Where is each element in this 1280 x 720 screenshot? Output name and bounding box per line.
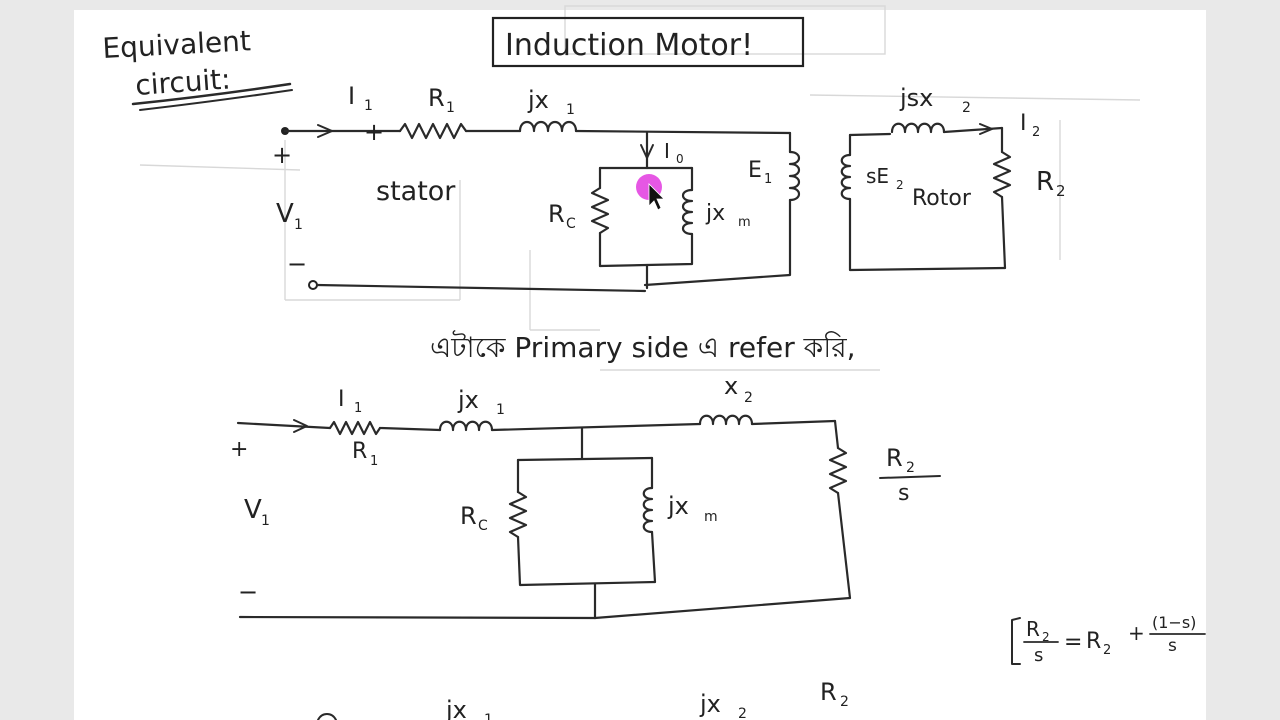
- formula-lhs-num: R: [1026, 617, 1040, 641]
- label-v1-sub: 1: [294, 217, 303, 233]
- label-jxm-ref: jx: [667, 492, 689, 520]
- inductor-e1: [788, 150, 801, 202]
- inductor-jsx2: [890, 122, 946, 134]
- current-arrow-i2: [979, 123, 993, 135]
- label-r1: R: [428, 84, 445, 112]
- formula-lhs-den: s: [1034, 645, 1043, 666]
- heading: Equivalent circuit: Induction Motor!: [102, 16, 805, 111]
- resistor-r1-ref: [328, 420, 382, 436]
- label-rc-ref: R: [460, 502, 477, 530]
- label-i1-sub: 1: [364, 98, 373, 114]
- mouse-cursor: [636, 174, 665, 211]
- label-r2-sub: 2: [1056, 182, 1066, 200]
- label-v1: V: [276, 199, 294, 229]
- label-jsx2: jsx: [899, 84, 933, 112]
- formula-plus: +: [1128, 621, 1145, 645]
- resistor-r1: [398, 122, 468, 140]
- label-jxm: jx: [705, 201, 725, 226]
- resistor-r2: [992, 150, 1012, 199]
- inductor-jxm: [681, 188, 694, 236]
- label-r2s-num: R: [886, 444, 903, 472]
- label-i1-ref: I: [338, 387, 345, 412]
- label-i0: I: [664, 139, 670, 163]
- label-rc-sub: C: [566, 216, 576, 232]
- title-box: [491, 16, 805, 68]
- label-plus-left: +: [272, 141, 292, 169]
- label-i2-sub: 2: [1032, 125, 1040, 140]
- current-arrow-i1-ref: [293, 419, 308, 433]
- bottom-partial-circuit: jx 1 jx 2 R 2: [317, 678, 849, 720]
- label-plus-top: +: [364, 118, 384, 146]
- label-r1-ref-sub: 1: [370, 454, 378, 469]
- label-r1-sub: 1: [446, 100, 455, 116]
- label-r2s-den: s: [898, 481, 909, 506]
- page-bleed-through: [139, 5, 1141, 371]
- resistor-rc-ref: [508, 490, 528, 539]
- caption-refer-primary: এটাকে Primary side এ refer করি,: [430, 330, 856, 364]
- label-se2: sE: [866, 164, 889, 188]
- label-r1-ref: R: [352, 439, 367, 464]
- circuit-1: I 1 + R 1 jx 1 + V 1 − stator I 0 R C jx…: [272, 82, 1066, 293]
- inductor-jx1-ref: [438, 420, 494, 432]
- partial-jx2: jx: [699, 690, 721, 718]
- heading-equivalent: Equivalent: [102, 24, 252, 65]
- formula-rhs1: R: [1086, 629, 1101, 654]
- label-i0-sub: 0: [676, 152, 684, 166]
- partial-jx1: jx: [445, 696, 467, 720]
- label-minus-ref: −: [238, 578, 258, 606]
- inductor-jxm-ref: [642, 486, 654, 534]
- inductor-x2-ref: [698, 414, 754, 426]
- label-x2-ref: x: [724, 372, 738, 400]
- label-jx1-ref: jx: [457, 386, 479, 414]
- label-rc: R: [548, 200, 565, 228]
- partial-jx1-sub: 1: [484, 712, 493, 720]
- label-minus-left: −: [287, 250, 307, 278]
- formula-load-resistance: R 2 s = R 2 + (1−s) s: [1011, 613, 1206, 666]
- label-e1-sub: 1: [764, 172, 772, 187]
- inductor-jx1: [518, 120, 578, 133]
- formula-rhs2-den: s: [1168, 636, 1177, 656]
- label-e1: E: [748, 158, 762, 183]
- formula-rhs2-num: (1−s): [1152, 613, 1196, 632]
- paper-sheet: [74, 10, 1206, 720]
- label-jsx2-sub: 2: [962, 100, 971, 116]
- formula-eq: =: [1064, 630, 1082, 655]
- current-arrow-i0: [640, 144, 654, 159]
- label-jxm-ref-sub: m: [704, 509, 718, 525]
- label-jx1: jx: [527, 86, 549, 114]
- cursor-arrow-icon: [648, 183, 665, 211]
- label-v1-ref-sub: 1: [261, 513, 270, 529]
- resistor-r2s-ref: [828, 446, 848, 495]
- label-i1: I: [348, 82, 355, 110]
- circuit-2: I 1 R 1 jx 1 x 2 + V 1 − R C jx m R 2 s: [230, 372, 941, 620]
- title-induction-motor: Induction Motor!: [505, 28, 753, 63]
- label-jx1-sub: 1: [566, 102, 575, 118]
- resistor-rc: [590, 186, 610, 235]
- label-stator: stator: [376, 176, 456, 207]
- partial-r2-sub: 2: [840, 694, 849, 710]
- label-r2s-num-sub: 2: [906, 460, 915, 476]
- inductor-se2: [840, 153, 852, 201]
- label-v1-ref: V: [244, 495, 262, 525]
- partial-jx2-sub: 2: [738, 706, 747, 720]
- label-i2: I: [1020, 111, 1027, 136]
- label-x2-ref-sub: 2: [744, 390, 753, 406]
- current-arrow-i1: [317, 124, 333, 138]
- partial-r2: R: [820, 678, 837, 706]
- label-jxm-sub: m: [738, 215, 751, 230]
- label-jx1-ref-sub: 1: [496, 402, 505, 418]
- formula-rhs1-sub: 2: [1103, 643, 1111, 658]
- label-rotor: Rotor: [912, 186, 972, 211]
- formula-lhs-num-sub: 2: [1042, 630, 1050, 644]
- label-r2: R: [1036, 167, 1054, 197]
- label-se2-sub: 2: [896, 178, 904, 192]
- label-i1-ref-sub: 1: [354, 401, 362, 416]
- label-plus-ref: +: [230, 437, 248, 462]
- label-rc-ref-sub: C: [478, 518, 488, 534]
- heading-circuit: circuit:: [134, 62, 231, 102]
